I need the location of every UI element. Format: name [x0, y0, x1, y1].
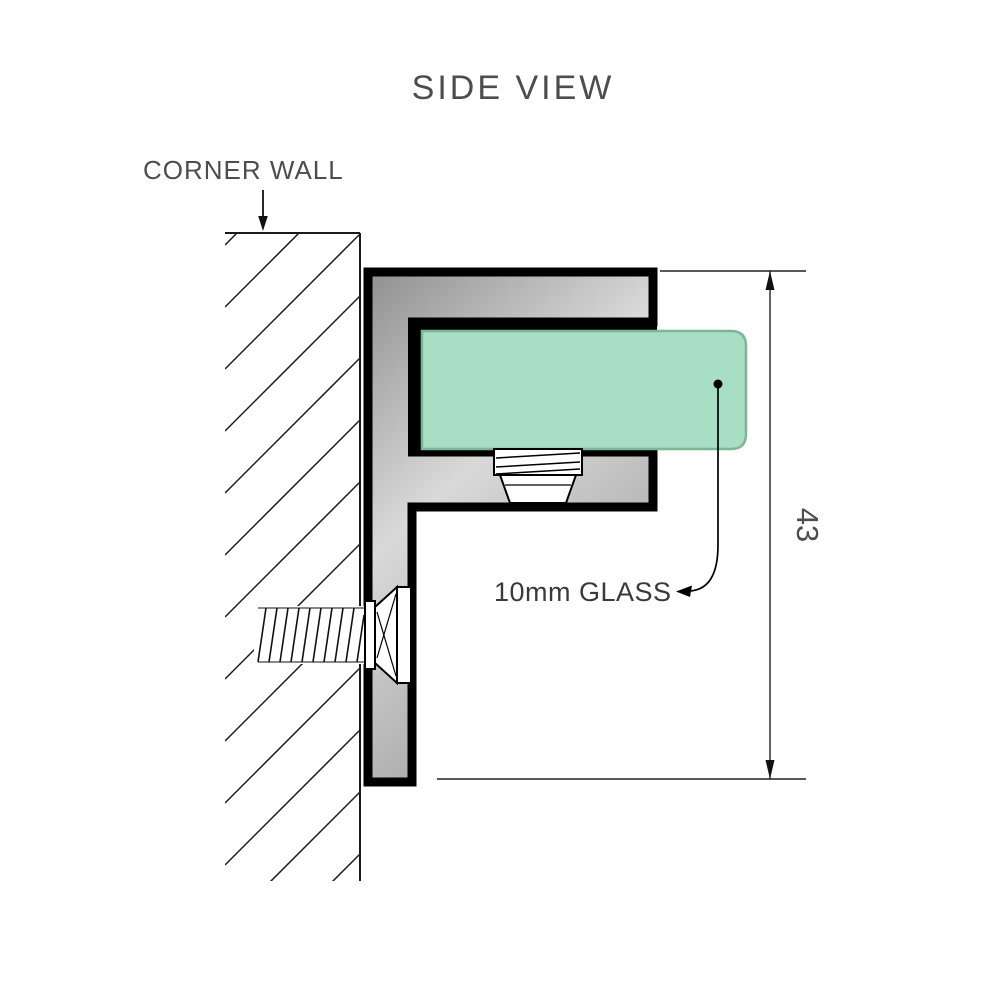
dimension-value: 43 [790, 508, 825, 542]
wall-screw [254, 584, 412, 686]
leader-arrow-icon [676, 585, 692, 597]
page-title: SIDE VIEW [412, 69, 615, 107]
glass-callout: 10mm GLASS [494, 379, 723, 607]
screw-head-icon [364, 584, 412, 686]
dimension-43: 43 [437, 270, 825, 780]
dim-arrow-down-icon [765, 760, 775, 779]
wall-hatching [225, 233, 360, 881]
corner-wall-label: CORNER WALL [143, 155, 344, 185]
glass-panel [420, 329, 748, 451]
dim-arrow-up-icon [765, 271, 775, 290]
set-screw [493, 448, 583, 504]
leader-line [689, 384, 719, 592]
wall-section [225, 232, 361, 881]
corner-wall-arrow-icon [258, 190, 268, 231]
screw-threads-icon [257, 607, 365, 663]
glass-label: 10mm GLASS [494, 577, 672, 607]
